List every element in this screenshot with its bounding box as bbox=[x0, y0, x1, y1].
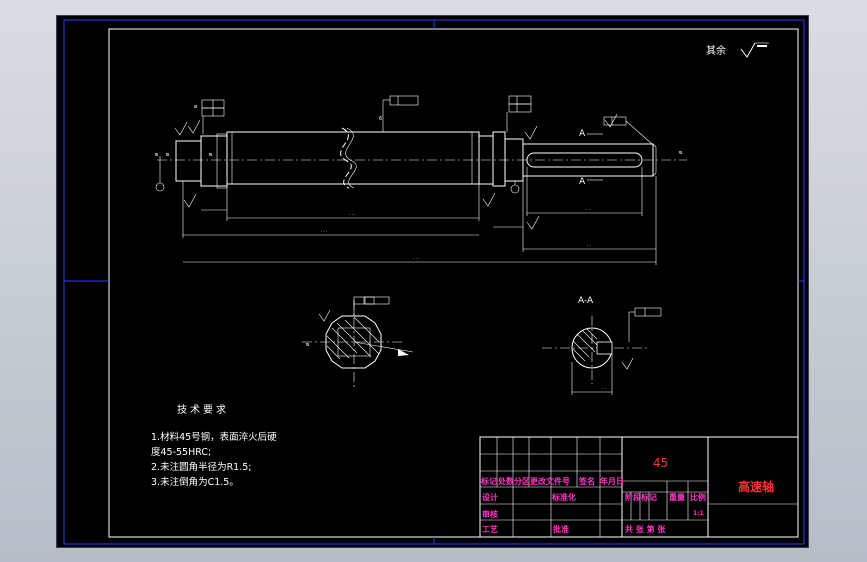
sheet-count: 共 张 第 张 bbox=[625, 524, 666, 534]
svg-text:ø: ø bbox=[305, 343, 311, 346]
header-mark: 标记 bbox=[480, 476, 497, 486]
svg-text:· · ·: · · · bbox=[413, 256, 419, 261]
datum-marker-left bbox=[155, 182, 165, 192]
row-review: 审核 bbox=[482, 509, 498, 519]
row-standard: 标准化 bbox=[551, 492, 576, 502]
header-date: 年月日 bbox=[600, 476, 624, 486]
shaft-main-view bbox=[157, 127, 687, 189]
weight-label: 重量 bbox=[669, 492, 685, 502]
tech-req-title: 技术要求 bbox=[177, 403, 229, 416]
header-count: 处数 bbox=[497, 476, 515, 486]
svg-text:· · ·: · · · bbox=[349, 212, 355, 217]
dimension-lines: · · · · · · · · · · · · · bbox=[182, 167, 657, 265]
stage-mark-label: 阶段标记 bbox=[625, 492, 657, 502]
row-approve: 批准 bbox=[553, 524, 569, 534]
svg-text:· · ·: · · · bbox=[321, 229, 327, 234]
svg-text:ø: ø bbox=[678, 151, 684, 154]
header-change-doc: 更改文件号 bbox=[530, 476, 570, 486]
title-block: 45 高速轴 标记 处数 分区 更改文件号 签名 年月日 设计 标准化 审核 工… bbox=[479, 436, 799, 538]
svg-text:ø: ø bbox=[165, 153, 171, 156]
section-label: A-A bbox=[578, 296, 594, 306]
svg-text:ø: ø bbox=[194, 104, 197, 110]
view-marker-a2: A bbox=[579, 177, 586, 187]
drawing-canvas: 其余 ø bbox=[63, 19, 805, 545]
tolerance-frame-4 bbox=[603, 116, 653, 145]
roughness-mark-icon bbox=[174, 113, 618, 230]
header-signature: 签名 bbox=[578, 476, 595, 486]
keyway-section-left: ø bbox=[302, 296, 414, 388]
view-marker-a1: A bbox=[579, 129, 586, 139]
roughness-note-label: 其余 bbox=[706, 44, 726, 57]
scale-value: 1:1 bbox=[693, 510, 704, 517]
svg-text:6: 6 bbox=[379, 116, 382, 122]
tolerance-frame-3 bbox=[506, 95, 532, 132]
section-a-a: A-A · · bbox=[542, 296, 662, 395]
tolerance-frame-2: 6 bbox=[379, 95, 419, 132]
technical-requirements: 技术要求 1.材料45号钢，表面淬火后硬 度45-55HRC; 2.未注圆角半径… bbox=[151, 403, 277, 488]
tech-req-line-2: 度45-55HRC; bbox=[151, 446, 211, 458]
row-design: 设计 bbox=[482, 492, 498, 502]
svg-text:· ·: · · bbox=[602, 386, 606, 391]
inner-drawing-frame bbox=[108, 28, 799, 538]
part-name: 高速轴 bbox=[738, 479, 774, 494]
datum-marker-right bbox=[510, 184, 520, 194]
tolerance-frame-1: ø bbox=[194, 99, 225, 134]
material-value: 45 bbox=[653, 456, 668, 470]
scale-label: 比例 bbox=[690, 492, 706, 502]
tech-req-line-1: 1.材料45号钢，表面淬火后硬 bbox=[151, 431, 277, 443]
roughness-symbol-icon bbox=[740, 42, 769, 58]
svg-text:· ·: · · bbox=[586, 207, 590, 212]
svg-text:ø: ø bbox=[208, 153, 214, 156]
tech-req-line-3: 2.未注圆角半径为R1.5; bbox=[151, 461, 251, 473]
row-process: 工艺 bbox=[482, 524, 498, 534]
svg-text:· ·: · · bbox=[587, 243, 591, 248]
svg-text:ø: ø bbox=[154, 153, 160, 156]
tech-req-line-4: 3.未注倒角为C1.5。 bbox=[151, 476, 239, 488]
cad-viewport[interactable]: 其余 ø bbox=[56, 15, 809, 548]
header-zone: 分区 bbox=[514, 476, 530, 486]
